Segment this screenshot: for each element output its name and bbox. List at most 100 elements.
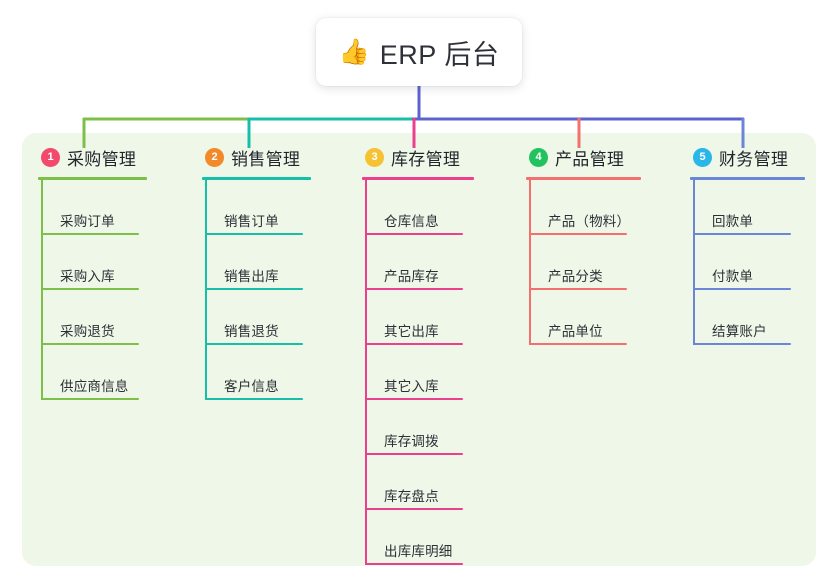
- branch-header-rule-2: [202, 177, 311, 180]
- branch-badge-1: 1: [41, 147, 60, 167]
- list-item[interactable]: 采购入库: [41, 235, 198, 290]
- list-item[interactable]: 回款单: [693, 180, 839, 235]
- list-item[interactable]: 结算账户: [693, 290, 839, 345]
- list-item[interactable]: 产品单位: [529, 290, 686, 345]
- branch-title-3: 库存管理: [391, 149, 461, 169]
- list-item[interactable]: 采购退货: [41, 290, 198, 345]
- list-item-rule: [365, 288, 463, 290]
- branch-items-1: 采购订单 采购入库 采购退货 供应商信息: [41, 180, 198, 400]
- list-item-label: 其它入库: [384, 379, 439, 394]
- list-item[interactable]: 出库库明细: [365, 510, 522, 565]
- branch-column-3: 3 库存管理 仓库信息 产品库存 其它出库 其它入库 库存调拨: [362, 140, 522, 565]
- list-item-label: 付款单: [712, 269, 754, 284]
- branch-header-rule-3: [362, 177, 474, 180]
- list-item-label: 其它出库: [384, 324, 439, 339]
- list-item-label: 供应商信息: [60, 379, 129, 394]
- list-item-label: 仓库信息: [384, 214, 439, 229]
- branch-spine-4: [529, 180, 531, 345]
- list-item-label: 库存调拨: [384, 434, 439, 449]
- list-item-rule: [365, 563, 463, 565]
- list-item[interactable]: 其它入库: [365, 345, 522, 400]
- list-item[interactable]: 销售出库: [205, 235, 362, 290]
- list-item-label: 产品单位: [548, 324, 603, 339]
- branch-items-2: 销售订单 销售出库 销售退货 客户信息: [205, 180, 362, 400]
- branch-column-1: 1 采购管理 采购订单 采购入库 采购退货 供应商信息: [38, 140, 198, 400]
- branch-header-2[interactable]: 2 销售管理: [202, 140, 362, 174]
- list-item[interactable]: 客户信息: [205, 345, 362, 400]
- list-item-label: 结算账户: [712, 324, 767, 339]
- branches-panel: [22, 133, 816, 566]
- list-item[interactable]: 仓库信息: [365, 180, 522, 235]
- list-item-rule: [693, 288, 791, 290]
- list-item-rule: [205, 233, 303, 235]
- list-item-label: 出库库明细: [384, 544, 453, 559]
- list-item-label: 采购退货: [60, 324, 115, 339]
- list-item[interactable]: 供应商信息: [41, 345, 198, 400]
- list-item-rule: [205, 288, 303, 290]
- list-item[interactable]: 产品分类: [529, 235, 686, 290]
- list-item-label: 客户信息: [224, 379, 279, 394]
- list-item-rule: [205, 398, 303, 400]
- list-item-rule: [365, 508, 463, 510]
- list-item[interactable]: 库存盘点: [365, 455, 522, 510]
- list-item[interactable]: 产品（物料）: [529, 180, 686, 235]
- list-item-rule: [693, 343, 791, 345]
- list-item-rule: [41, 233, 139, 235]
- list-item-rule: [41, 398, 139, 400]
- list-item-rule: [365, 233, 463, 235]
- list-item[interactable]: 销售退货: [205, 290, 362, 345]
- thumbs-up-icon: 👍: [338, 37, 370, 66]
- branch-title-5: 财务管理: [719, 149, 789, 169]
- list-item-rule: [41, 343, 139, 345]
- branch-title-4: 产品管理: [555, 149, 625, 169]
- branch-badge-5: 5: [693, 147, 712, 167]
- list-item-label: 销售订单: [224, 214, 279, 229]
- list-item-rule: [365, 343, 463, 345]
- branch-title-2: 销售管理: [231, 149, 301, 169]
- branch-spine-2: [205, 180, 207, 400]
- branch-header-5[interactable]: 5 财务管理: [690, 140, 839, 174]
- list-item-label: 库存盘点: [384, 489, 439, 504]
- branch-spine-5: [693, 180, 695, 345]
- list-item-rule: [41, 288, 139, 290]
- list-item-label: 回款单: [712, 214, 754, 229]
- list-item[interactable]: 采购订单: [41, 180, 198, 235]
- list-item-rule: [365, 398, 463, 400]
- branch-items-3: 仓库信息 产品库存 其它出库 其它入库 库存调拨 库存盘点: [365, 180, 522, 565]
- list-item-rule: [693, 233, 791, 235]
- list-item-label: 采购入库: [60, 269, 115, 284]
- branch-items-5: 回款单 付款单 结算账户: [693, 180, 839, 345]
- branch-header-4[interactable]: 4 产品管理: [526, 140, 686, 174]
- list-item-rule: [529, 343, 627, 345]
- list-item[interactable]: 销售订单: [205, 180, 362, 235]
- list-item-rule: [529, 288, 627, 290]
- list-item-label: 销售出库: [224, 269, 279, 284]
- list-item[interactable]: 付款单: [693, 235, 839, 290]
- list-item-label: 产品（物料）: [548, 214, 631, 229]
- root-node-title: ERP 后台: [379, 39, 500, 70]
- branch-header-rule-1: [38, 177, 147, 180]
- branch-header-1[interactable]: 1 采购管理: [38, 140, 198, 174]
- list-item-label: 产品分类: [548, 269, 603, 284]
- root-node-card[interactable]: 👍 ERP 后台: [316, 18, 522, 86]
- branch-header-rule-5: [690, 177, 805, 180]
- branch-header-3[interactable]: 3 库存管理: [362, 140, 522, 174]
- branch-spine-1: [41, 180, 43, 400]
- branch-badge-3: 3: [365, 147, 384, 167]
- list-item[interactable]: 库存调拨: [365, 400, 522, 455]
- list-item-rule: [205, 343, 303, 345]
- branch-badge-4: 4: [529, 147, 548, 167]
- list-item[interactable]: 产品库存: [365, 235, 522, 290]
- list-item[interactable]: 其它出库: [365, 290, 522, 345]
- branch-badge-2: 2: [205, 147, 224, 167]
- branch-column-4: 4 产品管理 产品（物料） 产品分类 产品单位: [526, 140, 686, 345]
- list-item-rule: [365, 453, 463, 455]
- list-item-label: 销售退货: [224, 324, 279, 339]
- branch-column-5: 5 财务管理 回款单 付款单 结算账户: [690, 140, 839, 345]
- branch-header-rule-4: [526, 177, 641, 180]
- branch-column-2: 2 销售管理 销售订单 销售出库 销售退货 客户信息: [202, 140, 362, 400]
- branch-items-4: 产品（物料） 产品分类 产品单位: [529, 180, 686, 345]
- branch-spine-3: [365, 180, 367, 565]
- list-item-rule: [529, 233, 627, 235]
